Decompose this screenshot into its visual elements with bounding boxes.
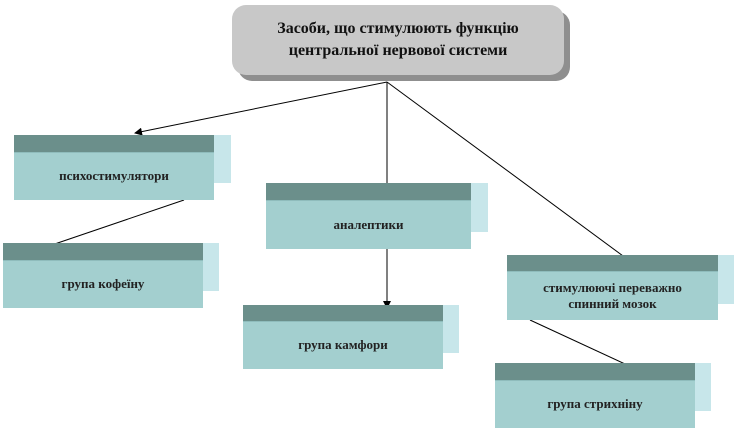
- node-label: група стрихніну: [547, 396, 643, 412]
- node-label: аналептики: [333, 216, 404, 232]
- node-side: [718, 255, 734, 304]
- node-caffeine-group: група кофеїну: [3, 243, 219, 308]
- node-camphor-group: група камфори: [243, 305, 459, 369]
- node-top: [3, 243, 203, 260]
- node-label-line2: спинний мозок: [568, 296, 657, 311]
- node-spinal-stimulants: стимулюючі переважно спинний мозок: [507, 255, 734, 320]
- arrow-root-spinal: [386, 81, 639, 268]
- root-box: Засоби, що стимулюють функцію центрально…: [232, 5, 564, 75]
- arrow-psycho-caffeine: [39, 199, 185, 251]
- node-face: стимулюючі переважно спинний мозок: [507, 271, 718, 320]
- node-face: група камфори: [243, 321, 443, 369]
- node-face: аналептики: [266, 200, 471, 249]
- node-strychnine-group: група стрихніну: [495, 363, 711, 428]
- node-label-line1: стимулюючі переважно: [543, 279, 682, 295]
- node-label: група камфори: [298, 337, 388, 353]
- arrow-root-psycho: [134, 81, 388, 136]
- node-side: [443, 305, 459, 353]
- node-side: [203, 243, 219, 291]
- node-side: [471, 183, 488, 232]
- node-label: група кофеїну: [61, 276, 145, 292]
- node-top: [14, 135, 214, 152]
- node-side: [214, 135, 231, 183]
- arrow-spinal-strychnine: [529, 319, 639, 371]
- node-top: [495, 363, 695, 380]
- node-psychostimulants: психостимулятори: [14, 135, 231, 200]
- node-label: психостимулятори: [59, 168, 169, 184]
- root-node: Засоби, що стимулюють функцію центрально…: [232, 5, 570, 81]
- node-face: психостимулятори: [14, 152, 214, 200]
- node-face: група стрихніну: [495, 380, 695, 428]
- node-top: [266, 183, 471, 200]
- root-title-line2: центральної нервової системи: [288, 42, 508, 59]
- node-face: група кофеїну: [3, 260, 203, 308]
- root-title-line1: Засоби, що стимулюють функцію: [277, 20, 519, 38]
- node-top: [507, 255, 718, 271]
- node-top: [243, 305, 443, 321]
- node-side: [695, 363, 711, 411]
- node-analeptics: аналептики: [266, 183, 488, 249]
